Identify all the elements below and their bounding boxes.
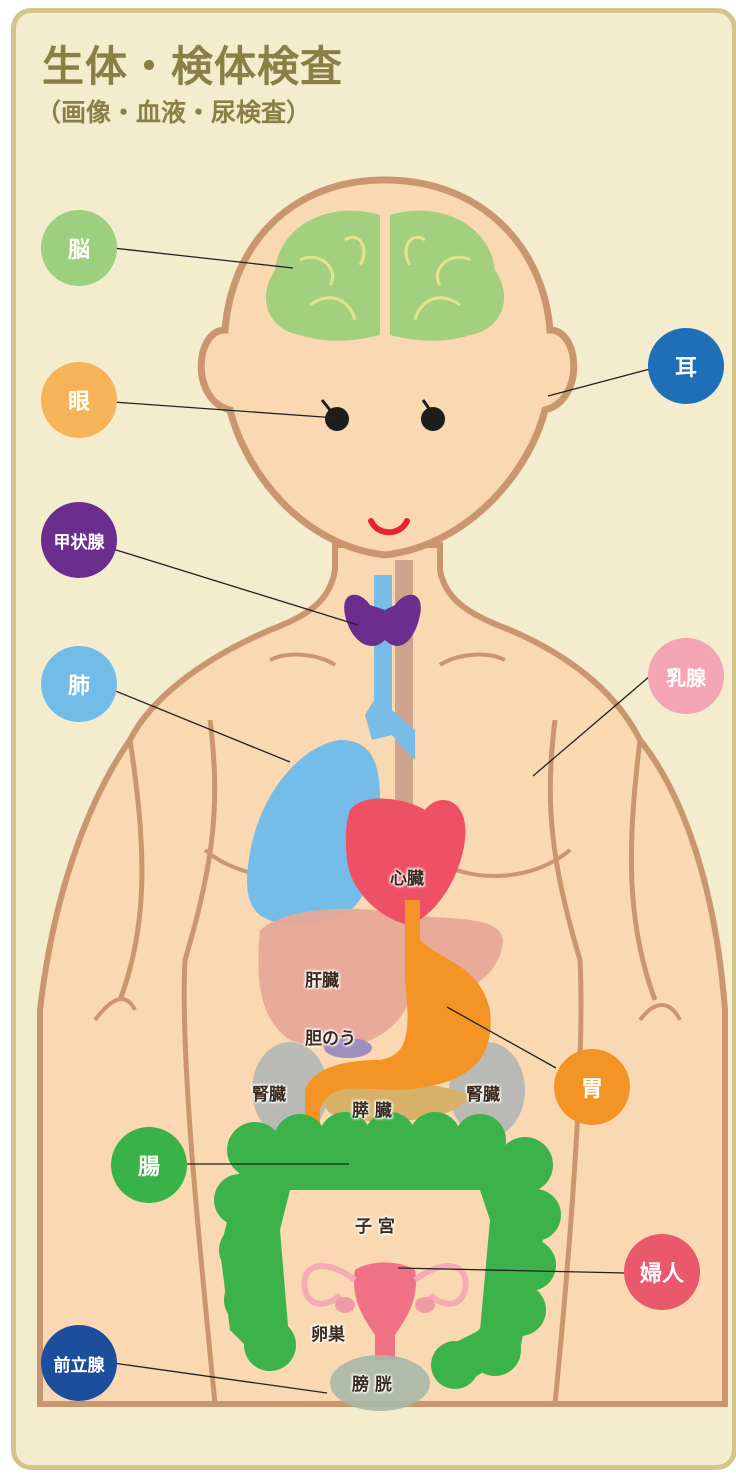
- page-title: 生体・検体検査: [42, 33, 343, 94]
- label-ovary: 卵巣: [311, 1320, 345, 1345]
- label-heart: 心臓: [390, 864, 424, 889]
- callout-gynecology: 婦人: [624, 1234, 700, 1310]
- callout-intestine: 腸: [111, 1127, 187, 1203]
- label-gallbladder: 胆のう: [305, 1024, 356, 1049]
- callout-ear: 耳: [648, 328, 724, 404]
- leader-thyroid: [113, 549, 358, 625]
- callout-prostate: 前立腺: [41, 1325, 117, 1401]
- label-kidney-left: 腎臓: [252, 1080, 286, 1105]
- head: [201, 180, 574, 555]
- label-bladder: 膀 胱: [352, 1370, 392, 1395]
- page-subtitle: （画像・血液・尿検査）: [36, 93, 311, 129]
- callout-stomach: 胃: [554, 1049, 630, 1125]
- label-kidney-right: 腎臓: [466, 1080, 500, 1105]
- label-uterus: 子 宮: [355, 1212, 395, 1237]
- callout-lung: 肺: [41, 646, 117, 722]
- callout-breast: 乳腺: [648, 638, 724, 714]
- right-eye: [421, 407, 445, 431]
- label-liver: 肝臓: [305, 966, 339, 991]
- callout-brain: 脳: [41, 210, 117, 286]
- callout-eye: 眼: [41, 362, 117, 438]
- label-pancreas: 膵 臓: [352, 1096, 392, 1121]
- callout-thyroid: 甲状腺: [41, 502, 117, 578]
